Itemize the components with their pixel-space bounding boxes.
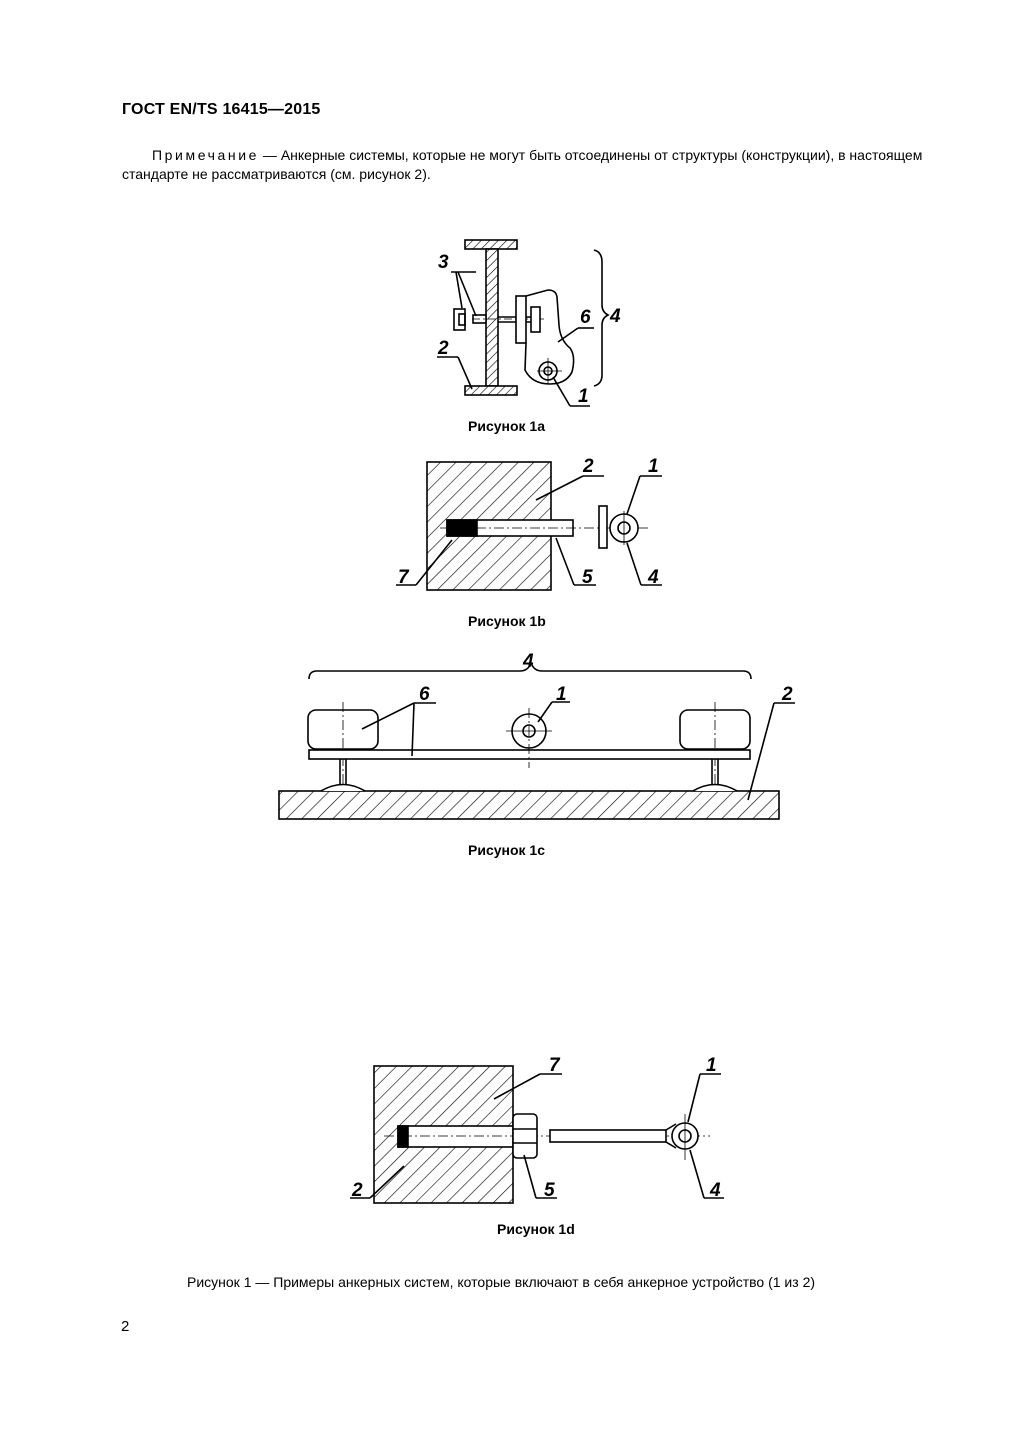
callout-1b-5: 5 (582, 567, 593, 588)
caption-figure-1b: Рисунок 1b (468, 613, 546, 629)
note-lead: Примечание (152, 147, 260, 163)
figure-title: Рисунок 1 — Примеры анкерных систем, кот… (187, 1274, 816, 1290)
callout-1b-2: 2 (582, 456, 594, 477)
figure-1d (350, 1065, 724, 1204)
callout-1d-5: 5 (544, 1180, 555, 1201)
callout-1c-6: 6 (419, 684, 430, 705)
callout-1d-1: 1 (706, 1055, 717, 1076)
callout-1a-2: 2 (437, 338, 449, 359)
callout-1b-1: 1 (648, 456, 659, 477)
figure-1a (437, 239, 610, 407)
callout-1a-1: 1 (578, 386, 589, 407)
callout-1a-3: 3 (438, 252, 449, 273)
note-text: — Анкерные системы, которые не могут быт… (122, 147, 923, 182)
callout-1c-1: 1 (556, 684, 567, 705)
callout-1d-4: 4 (709, 1180, 721, 1201)
callout-1c-4: 4 (522, 651, 534, 672)
callout-1b-4: 4 (647, 567, 659, 588)
callout-1c-2: 2 (781, 684, 793, 705)
caption-figure-1c: Рисунок 1с (468, 842, 545, 858)
figure-1b (396, 461, 662, 591)
caption-figure-1a: Рисунок 1а (468, 418, 545, 434)
callout-1a-6: 6 (580, 307, 591, 328)
caption-figure-1d: Рисунок 1d (497, 1221, 575, 1237)
callout-1a-4: 4 (609, 306, 621, 327)
document-header: ГОСТ EN/TS 16415—2015 (122, 101, 321, 118)
note-paragraph: Примечание — Анкерные системы, которые н… (122, 146, 954, 184)
callout-1d-7: 7 (549, 1055, 561, 1076)
figure-1c (278, 660, 795, 820)
callout-1d-2: 2 (351, 1180, 363, 1201)
callout-1b-7: 7 (398, 567, 410, 588)
page-number: 2 (121, 1318, 130, 1335)
